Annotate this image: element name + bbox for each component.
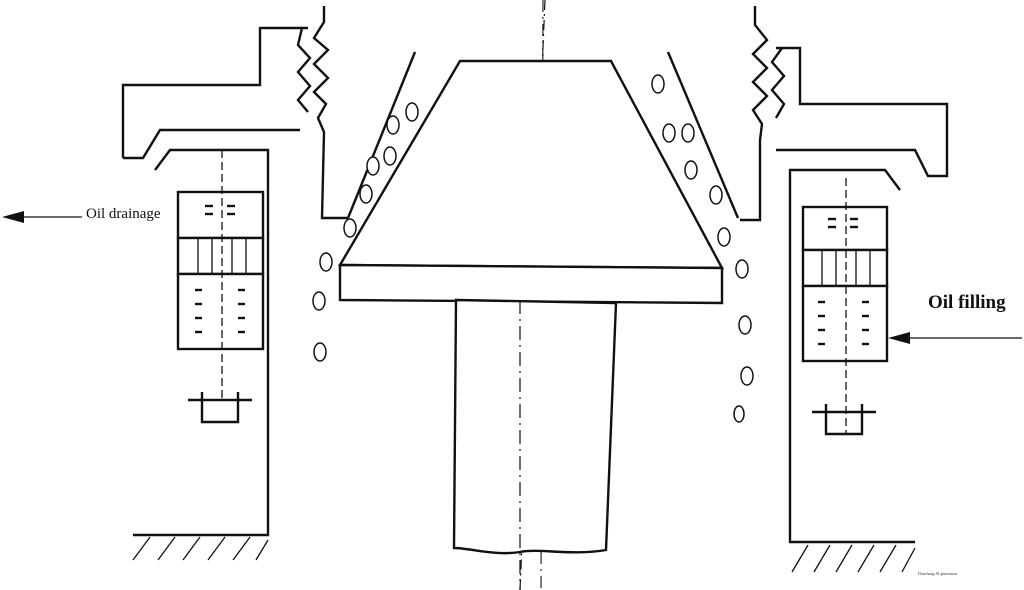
- left-zigzag-wall: [296, 27, 312, 113]
- oil-bubble: [343, 218, 357, 238]
- watermark-text: Dunchang AI generation: [918, 571, 957, 576]
- oil-bubble: [319, 252, 333, 272]
- oil-bubble: [740, 366, 754, 386]
- oil-bubble: [733, 405, 745, 423]
- right-oil-pump-assembly: [801, 178, 889, 436]
- main-shaft: [452, 298, 618, 555]
- oil-bubble: [735, 259, 749, 279]
- left-oil-pump-assembly: [176, 150, 265, 424]
- left-upper-frame-inner: [123, 128, 300, 160]
- right-liner: [666, 51, 740, 219]
- right-upper-frame: [776, 46, 949, 178]
- oil-bubble: [651, 74, 665, 94]
- left-housing: [133, 148, 270, 537]
- right-ground-hatch: [791, 544, 916, 573]
- right-zigzag-wall: [740, 6, 769, 222]
- oil-bubble: [366, 156, 380, 176]
- oil-bubble: [709, 185, 723, 205]
- right-housing: [788, 168, 915, 544]
- oil-filling-arrow: [888, 332, 1022, 344]
- oil-bubble: [405, 102, 419, 122]
- left-liner: [346, 51, 417, 219]
- oil-bubble: [359, 184, 373, 204]
- oil-bubble: [738, 315, 752, 335]
- oil-drainage-label: Oil drainage: [86, 206, 161, 222]
- right-zigzag-wall-2: [770, 47, 786, 119]
- crushing-cone: [337, 59, 725, 270]
- oil-bubbles-left: [312, 102, 419, 362]
- oil-bubble: [383, 146, 397, 166]
- oil-bubble: [312, 291, 326, 311]
- oil-bubble: [662, 123, 676, 143]
- oil-drainage-arrow: [2, 211, 82, 223]
- cone-base-plate: [338, 263, 724, 305]
- oil-bubble: [386, 115, 400, 135]
- oil-bubble: [717, 227, 731, 247]
- oil-filling-label: Oil filling: [928, 292, 1006, 313]
- oil-bubbles-right: [651, 74, 754, 423]
- oil-bubble: [681, 123, 695, 143]
- left-ground-hatch: [132, 536, 269, 561]
- left-zigzag-wall-2: [312, 6, 348, 220]
- left-upper-frame: [121, 26, 308, 158]
- oil-bubble: [313, 342, 327, 362]
- oil-bubble: [684, 160, 698, 180]
